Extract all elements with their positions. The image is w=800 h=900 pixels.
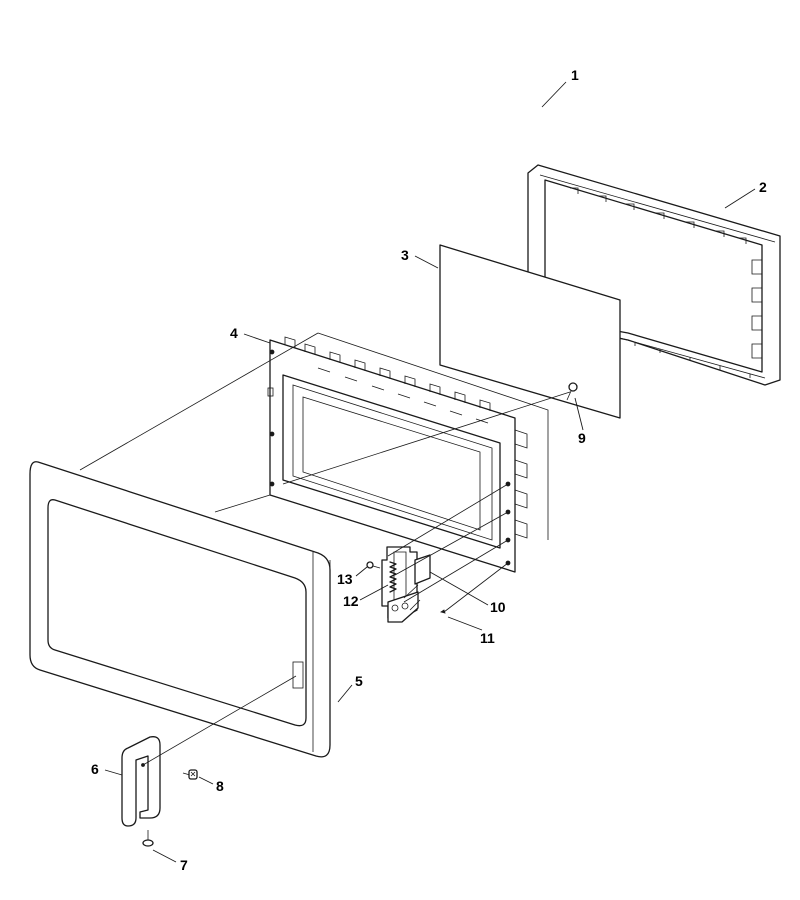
callout-4: 4 [230,325,238,341]
part-12-spring [389,561,397,593]
callout-6: 6 [91,761,99,777]
callout-2: 2 [759,179,767,195]
part-5-door-front [29,332,331,758]
leader-lines [104,81,756,863]
callout-8: 8 [216,778,224,794]
callout-7: 7 [180,857,188,873]
callout-13: 13 [337,571,353,587]
callout-11: 11 [480,630,495,646]
callout-1: 1 [571,67,579,83]
callout-10: 10 [490,599,506,615]
callout-5: 5 [355,673,363,689]
part-3-panel [439,244,621,419]
part-8-screw [182,769,198,780]
callout-9: 9 [578,430,586,446]
callout-labels: 1 2 3 4 5 6 7 8 9 10 11 12 13 [91,67,767,873]
assembly-lines [142,391,571,766]
part-13-screw [366,561,381,569]
callout-12: 12 [343,593,359,609]
part-10-latch-bracket [381,546,431,623]
part-9-screw [566,382,578,401]
callout-3: 3 [401,247,409,263]
part-4-door-frame [267,332,549,573]
part-7-screw [142,830,154,847]
part-6-handle [121,736,161,827]
